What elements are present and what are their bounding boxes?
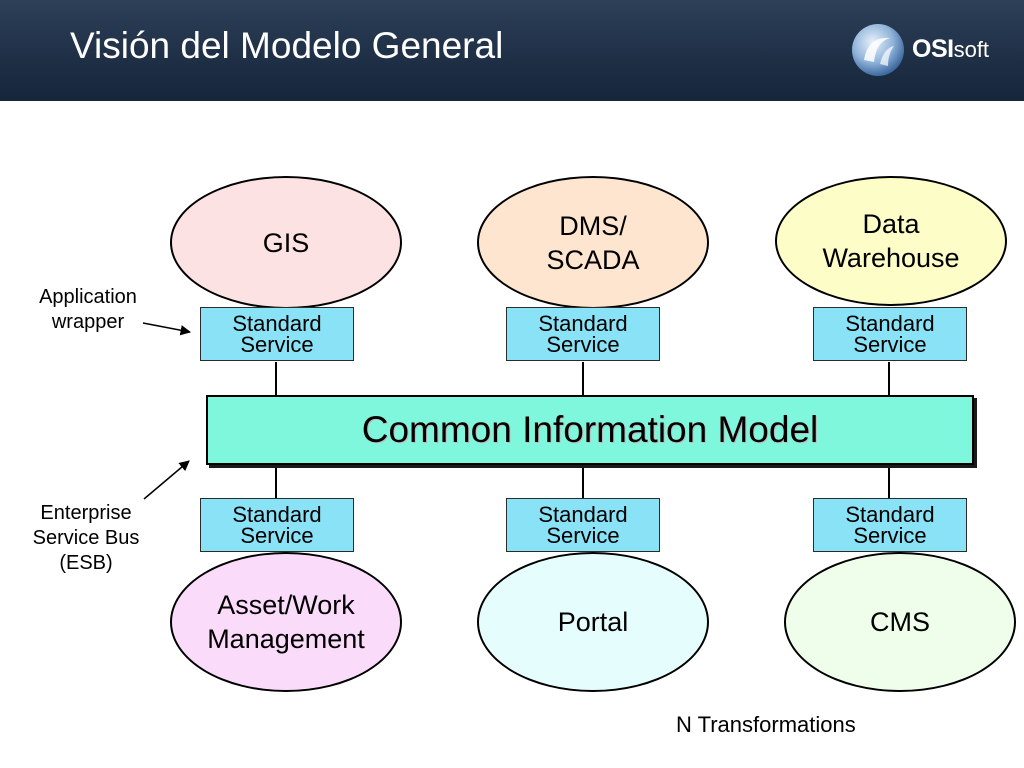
osisoft-logo-mark-icon xyxy=(852,24,904,76)
arrow-application-wrapper xyxy=(142,322,192,336)
annotation-application-wrapper: Application wrapper xyxy=(39,286,137,333)
connector-dms xyxy=(582,362,584,395)
connector-dw xyxy=(888,362,890,395)
connector-asset xyxy=(275,465,277,498)
arrow-enterprise-service-bus xyxy=(143,460,190,500)
slide-title: Visión del Modelo General xyxy=(70,25,504,66)
system-gis: GIS xyxy=(170,176,402,309)
system-cms: CMS xyxy=(784,552,1016,692)
standard-service-top-3: Standard Service xyxy=(813,307,967,361)
system-portal: Portal xyxy=(477,552,709,692)
standard-service-bottom-2: Standard Service xyxy=(506,498,660,552)
annotation-enterprise-service-bus: Enterprise Service Bus (ESB) xyxy=(32,502,140,574)
osisoft-logo: OSIsoft xyxy=(850,22,1010,78)
connector-cms xyxy=(888,465,890,498)
connector-portal xyxy=(582,465,584,498)
common-information-model-bus: Common Information Model xyxy=(206,395,974,465)
annotation-arrows xyxy=(142,322,192,500)
annotation-n-transformations: N Transformations xyxy=(676,712,856,737)
slide-header: Visión del Modelo General OSIsoft xyxy=(0,0,1024,101)
standard-service-top-2: Standard Service xyxy=(506,307,660,361)
system-data-warehouse: Data Warehouse xyxy=(775,176,1007,306)
architecture-diagram: GIS DMS/ SCADA Data Warehouse Standard S… xyxy=(0,101,1024,768)
standard-service-bottom-1: Standard Service xyxy=(200,498,354,552)
system-asset-work-management: Asset/Work Management xyxy=(170,552,402,692)
standard-service-bottom-3: Standard Service xyxy=(813,498,967,552)
system-dms-scada: DMS/ SCADA xyxy=(477,176,709,309)
osisoft-wordmark: OSIsoft xyxy=(912,35,990,63)
standard-service-top-1: Standard Service xyxy=(200,307,354,361)
connector-gis xyxy=(275,362,277,395)
